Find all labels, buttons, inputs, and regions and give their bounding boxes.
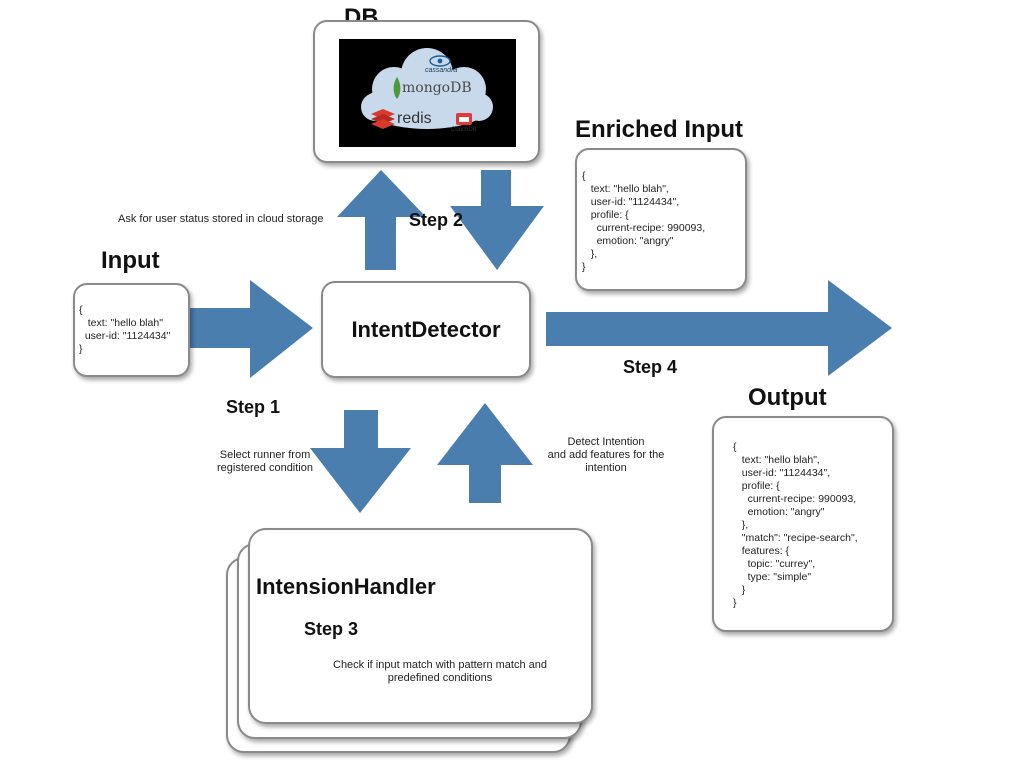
step2-label: Step 2 [409, 210, 464, 230]
request-db-arrow [337, 170, 426, 270]
couchdb-label: CouchDB [451, 127, 477, 133]
step1-label: Step 1 [226, 397, 281, 417]
intension-handler-label: IntensionHandler [256, 574, 436, 599]
step4-label: Step 4 [623, 357, 678, 377]
input-code: { text: "hello blah" user-id: "1124434" … [79, 304, 171, 355]
enriched-input-title: Enriched Input [575, 116, 743, 143]
mongodb-leaf-icon [393, 77, 401, 99]
cassandra-label: cassandra [425, 67, 458, 74]
enriched-input-box: { text: "hello blah", user-id: "1124434"… [575, 148, 747, 291]
select-runner-note: Select runner from registered condition [216, 449, 313, 474]
intent-detector-label: IntentDetector [351, 316, 501, 342]
output-title: Output [748, 384, 827, 411]
step3-label: Step 3 [304, 619, 359, 639]
input-box: { text: "hello blah" user-id: "1124434" … [73, 283, 190, 377]
intent-detector-box: IntentDetector [321, 281, 531, 378]
ask-status-note: Ask for user status stored in cloud stor… [118, 213, 324, 225]
db-logo-panel: cassandra mongoDB redis CouchDB [339, 39, 516, 147]
redis-icon [371, 109, 395, 129]
output-code: { text: "hello blah", user-id: "1124434"… [733, 441, 858, 609]
intension-handler-box: IntensionHandler Step 3 Check if input m… [248, 528, 593, 724]
mongodb-label: mongoDB [402, 80, 472, 96]
db-box: cassandra mongoDB redis CouchDB [313, 20, 540, 163]
redis-label: redis [397, 110, 432, 127]
response-db-arrow [450, 170, 544, 270]
cassandra-icon [429, 55, 451, 67]
select-runner-arrow [310, 410, 411, 513]
step1-arrow [188, 280, 313, 378]
cloud-icon [361, 48, 493, 129]
input-title: Input [101, 247, 160, 274]
step4-arrow [546, 280, 892, 376]
output-box: { text: "hello blah", user-id: "1124434"… [712, 416, 894, 632]
intension-handler-note: Check if input match with pattern match … [333, 659, 547, 684]
enriched-input-code: { text: "hello blah", user-id: "1124434"… [582, 170, 706, 273]
detect-intention-note: Detect Intention and add features for th… [547, 436, 665, 474]
detect-intention-arrow [437, 403, 533, 503]
